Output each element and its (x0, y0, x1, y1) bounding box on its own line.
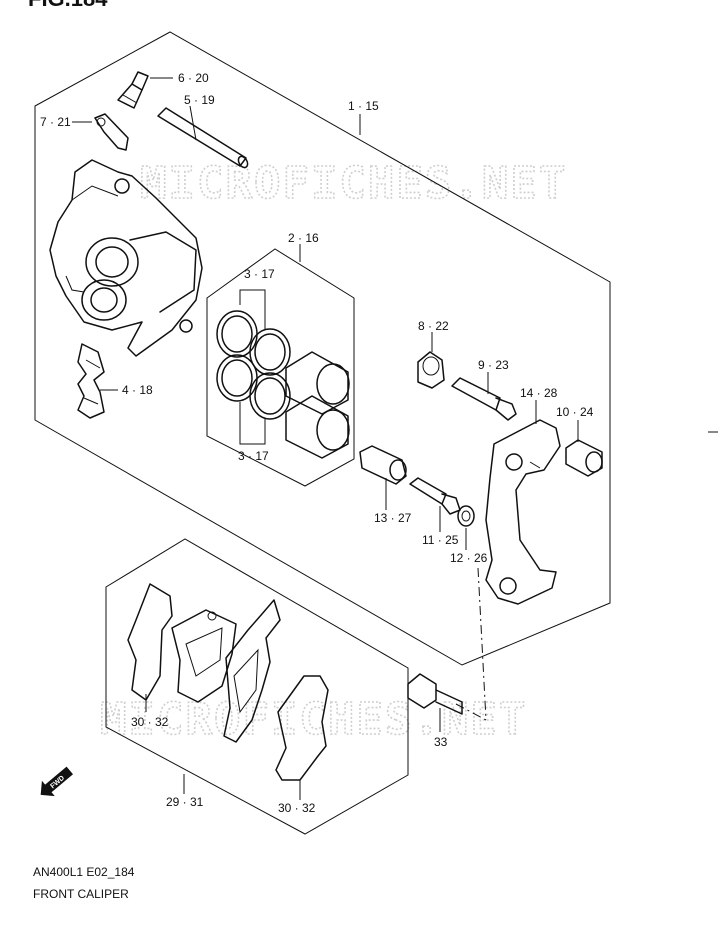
brake-pad-right (223, 599, 281, 743)
mounting-bolt (407, 673, 463, 715)
brake-pad-shim-right (275, 675, 329, 781)
caliper-bracket (485, 419, 561, 605)
label-13-27: 13 · 27 (374, 511, 412, 525)
pin-clip (94, 113, 129, 151)
pin-bolt-lower (409, 477, 461, 515)
label-4-18: 4 · 18 (122, 383, 153, 397)
label-30-32-left: 30 · 32 (131, 715, 169, 729)
label-14-28: 14 · 28 (520, 386, 558, 400)
label-3-17-bottom: 3 · 17 (238, 449, 269, 463)
leader-3-17-bottom (239, 402, 266, 445)
diagram-code: AN400L1 E02_184 (33, 865, 135, 879)
label-8-22: 8 · 22 (418, 319, 449, 333)
bolt-guide-line (477, 567, 487, 721)
label-11-25: 11 · 25 (422, 533, 459, 547)
label-12-26: 12 · 26 (450, 551, 488, 565)
piston-seals (216, 310, 291, 420)
fwd-arrow-icon: FWD (40, 766, 74, 797)
label-3-17-top: 3 · 17 (244, 267, 275, 281)
bleeder-screw (117, 71, 149, 109)
caliper-assembly-frame (34, 31, 611, 666)
label-6-20: 6 · 20 (178, 71, 209, 85)
brake-pad-shim-left (127, 583, 173, 701)
label-29-31: 29 · 31 (166, 795, 204, 809)
label-9-23: 9 · 23 (478, 358, 509, 372)
pin-bolt-upper (451, 377, 517, 421)
label-5-19: 5 · 19 (184, 93, 215, 107)
bolt-guide-line-2 (455, 703, 487, 721)
pistons (285, 351, 350, 459)
leader-3-17-top (239, 289, 266, 330)
piston-group-frame (206, 248, 355, 487)
pin-sleeve (359, 445, 407, 485)
washer (457, 505, 475, 527)
pad-spring (77, 343, 105, 419)
label-7-21: 7 · 21 (40, 115, 71, 129)
diagram-title: FRONT CALIPER (33, 887, 129, 901)
label-2-16: 2 · 16 (288, 231, 319, 245)
slide-pin (157, 107, 249, 169)
figure-label: FIG.184 (28, 0, 107, 12)
leader-5-19 (189, 105, 197, 141)
watermark-bottom: MICROFICHES.NET (100, 694, 527, 745)
pin-boot (417, 351, 445, 389)
label-1-15: 1 · 15 (348, 99, 379, 113)
bracket-sleeve (565, 439, 603, 477)
label-30-32-right: 30 · 32 (278, 801, 316, 815)
caliper-body (49, 159, 203, 357)
pad-group-frame (105, 538, 409, 835)
watermark-top: MICROFICHES.NET (140, 158, 567, 209)
brake-pad-left (171, 609, 237, 703)
label-33: 33 (434, 735, 448, 749)
label-10-24: 10 · 24 (556, 405, 594, 419)
